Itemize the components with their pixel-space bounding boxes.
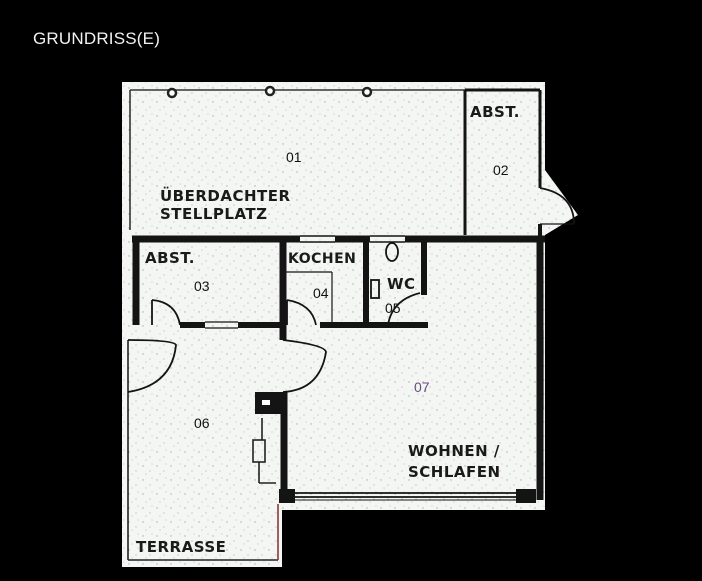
house-walls [132,235,545,503]
room-01-name: ÜBERDACHTER [160,186,291,205]
room-01-name-2: STELLPLATZ [160,205,268,223]
room-number-05: 05 [385,300,401,316]
room-04-name: KOCHEN [288,251,356,267]
room-number-04: 04 [313,285,329,301]
room-07-name-2: SCHLAFEN [408,463,501,481]
room-numbers: 01 02 03 04 05 06 07 [194,149,509,431]
room-07-name: WOHNEN / [408,442,500,460]
room-number-03: 03 [194,278,210,294]
room-number-06: 06 [194,415,210,431]
room-number-01: 01 [286,149,302,165]
room-labels: ÜBERDACHTER STELLPLATZ ABST. ABST. KOCHE… [136,103,520,556]
carport-outline [129,89,465,230]
door-swings [127,242,421,393]
room-number-02: 02 [493,162,509,178]
page-title: GRUNDRISS(E) [33,29,161,48]
room-06-name: TERRASSE [136,538,226,556]
room-03-name: ABST. [145,249,195,267]
room-number-07: 07 [414,379,430,395]
terrace-outline [127,340,279,561]
carport-posts [166,85,373,99]
room-02-name: ABST. [470,103,520,121]
room-05-name: WC [387,275,416,293]
